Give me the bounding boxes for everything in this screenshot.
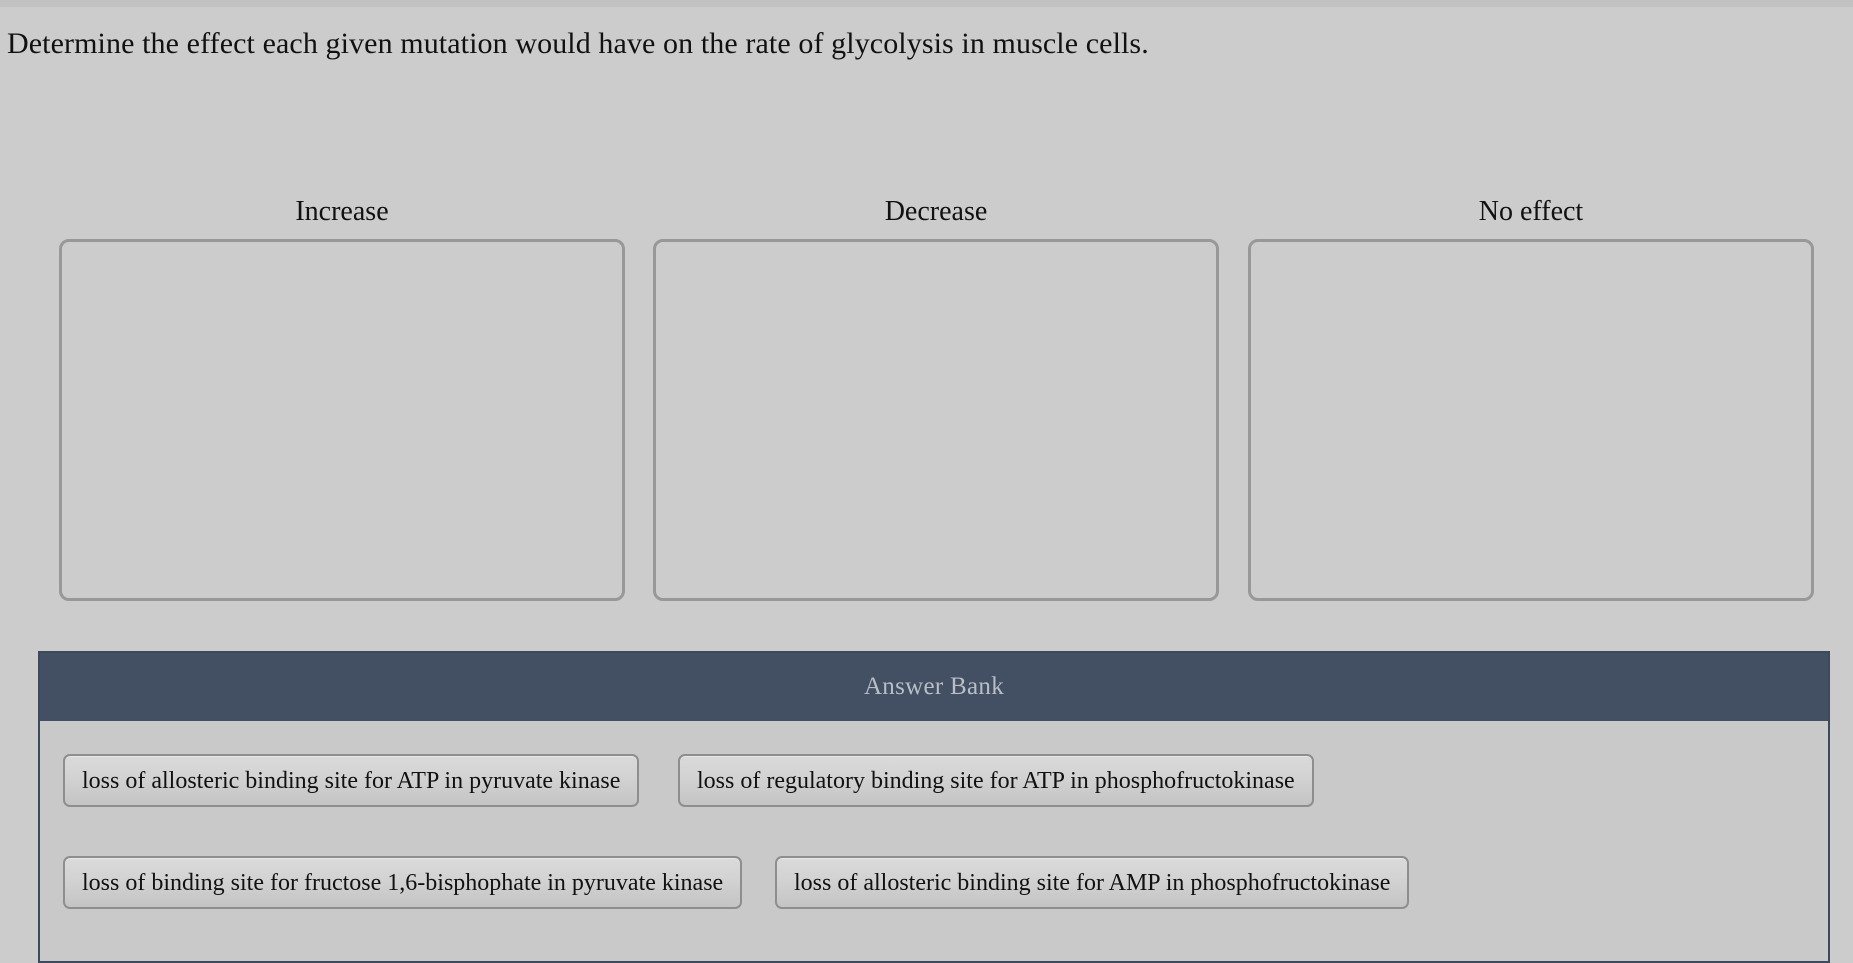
category-label-decrease: Decrease [884, 196, 988, 227]
answer-bank-body: loss of allosteric binding site for ATP … [40, 721, 1828, 961]
question-page: Determine the effect each given mutation… [0, 7, 1853, 963]
top-browser-strip [0, 0, 1853, 7]
answer-tile[interactable]: loss of allosteric binding site for AMP … [775, 856, 1410, 909]
category-label-no-effect: No effect [1478, 196, 1584, 227]
dropzone-no-effect[interactable] [1248, 239, 1814, 601]
category-label-increase: Increase [295, 196, 389, 227]
category-column-no-effect: No effect [1248, 195, 1814, 601]
answer-tile[interactable]: loss of binding site for fructose 1,6-bi… [63, 856, 743, 909]
question-prompt: Determine the effect each given mutation… [7, 27, 1149, 60]
category-column-decrease: Decrease [653, 195, 1219, 601]
answer-bank-panel: Answer Bank loss of allosteric binding s… [38, 651, 1830, 963]
answer-bank-title: Answer Bank [863, 673, 1005, 700]
answer-tile[interactable]: loss of regulatory binding site for ATP … [678, 754, 1314, 807]
category-columns: Increase Decrease No effect [0, 195, 1853, 615]
category-column-increase: Increase [59, 195, 625, 601]
dropzone-decrease[interactable] [653, 239, 1219, 601]
dropzone-increase[interactable] [59, 239, 625, 601]
answer-bank-header: Answer Bank [40, 653, 1828, 721]
answer-tile[interactable]: loss of allosteric binding site for ATP … [63, 754, 640, 807]
